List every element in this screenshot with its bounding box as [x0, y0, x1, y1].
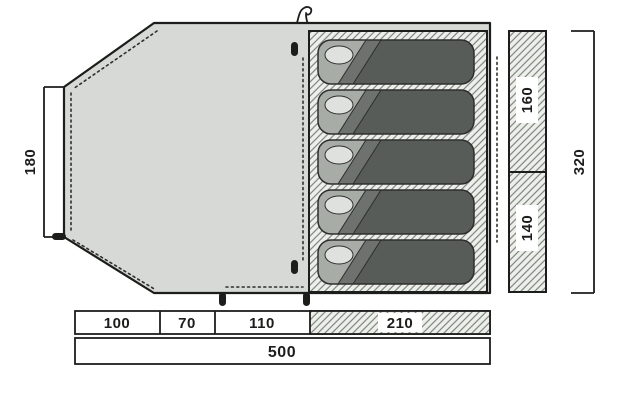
dim-bedroom-upper: 160: [519, 87, 536, 114]
dim-segment-2: 70: [178, 315, 196, 332]
sleeping-bag: [318, 240, 474, 284]
seam-bottom-left: [72, 239, 157, 291]
label-patch: [378, 313, 422, 332]
dim-total-width-bracket: [571, 30, 595, 294]
sleeping-bag: [318, 190, 474, 234]
dim-porch-width-bracket: [43, 86, 63, 238]
label-patch: [516, 77, 538, 123]
hanging-hook-icon: [296, 6, 313, 24]
bottom-dimension-row: 100 70 110 210: [74, 310, 491, 335]
zipper-pull-icon: [219, 292, 226, 306]
sleeping-bag: [318, 140, 474, 184]
zipper-pull-icon: [303, 292, 310, 306]
dim-segment-1: 100: [104, 315, 131, 332]
dim-total-width: 320: [571, 149, 588, 176]
dim-segment-4: 210: [387, 315, 414, 332]
seam-top-left: [72, 30, 158, 90]
bottom-total-row: 500: [74, 337, 491, 365]
dim-segment-3: 110: [249, 315, 275, 332]
label-patch: [516, 205, 538, 251]
sleeping-bag: [318, 40, 474, 84]
dim-porch-width: 180: [22, 149, 39, 176]
bedroom-width-bar: 160 140: [508, 30, 547, 293]
dim-total-length: 500: [268, 344, 296, 361]
bottom-total-box: [74, 337, 491, 365]
dim-bedroom-lower: 140: [519, 215, 536, 242]
bedroom-width-bar-box: [508, 30, 547, 293]
sleeping-bag: [318, 90, 474, 134]
zipper-pull-icon: [291, 260, 298, 274]
zipper-seam-lines: [70, 30, 498, 291]
zipper-pull-icon: [291, 42, 298, 56]
